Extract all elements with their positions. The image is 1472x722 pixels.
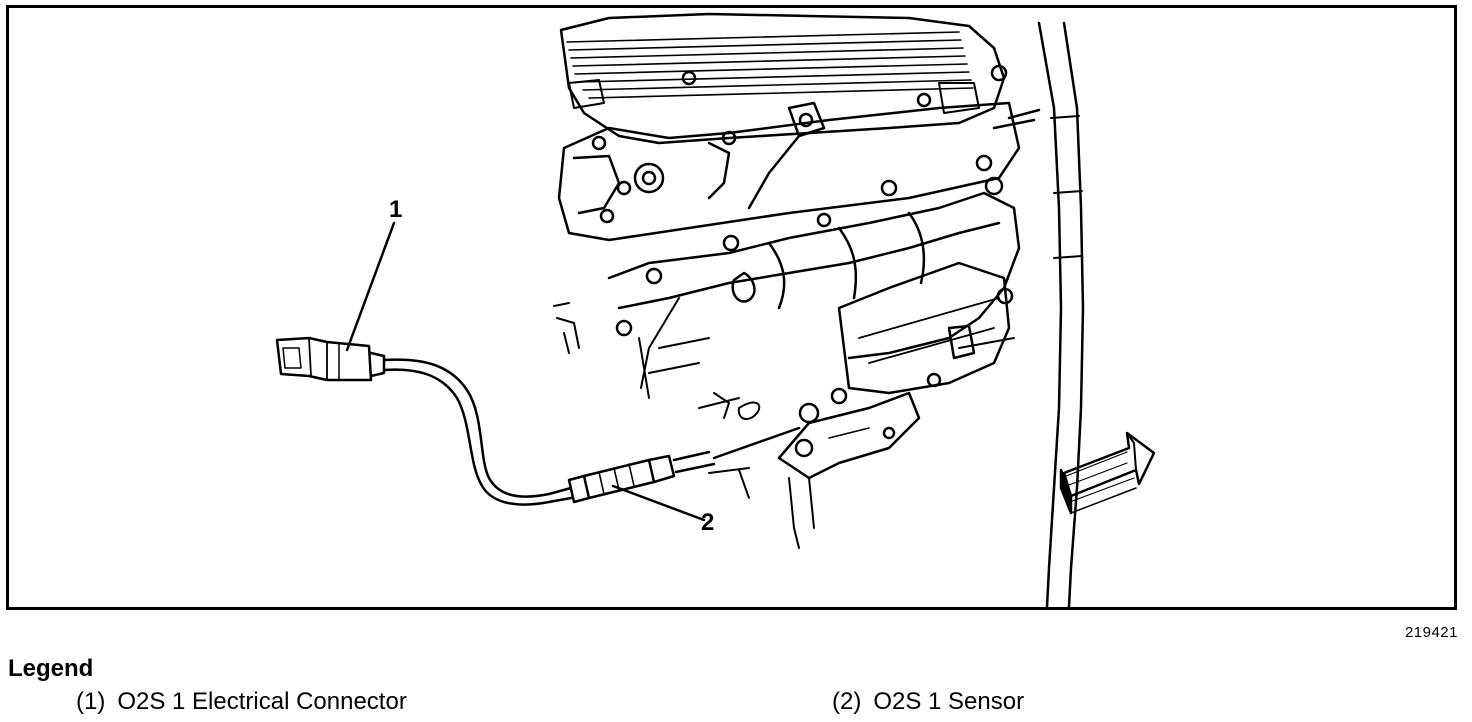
legend-item-1: (1) O2S 1 Electrical Connector (76, 688, 407, 716)
illustration-frame: 1 2 (6, 5, 1457, 610)
legend-item-1-number: (1) (76, 688, 106, 715)
figure-number: 219421 (1404, 624, 1458, 641)
engine-lower-lines (553, 297, 1015, 549)
callout-2-label: 2 (701, 509, 714, 536)
legend-item-1-text: O2S 1 Electrical Connector (117, 688, 407, 715)
engine-cylinder-head (557, 12, 1021, 242)
legend-item-2: (2) O2S 1 Sensor (832, 688, 1024, 716)
callout-2: 2 (611, 484, 714, 536)
dipstick-tube (992, 21, 1085, 607)
legend-item-2-text: O2S 1 Sensor (873, 688, 1025, 715)
callout-1-label: 1 (389, 196, 402, 223)
legend-title: Legend (8, 655, 94, 682)
callout-1: 1 (345, 196, 402, 352)
o2s-sensor (567, 426, 801, 504)
o2s-wire (382, 358, 573, 506)
front-direction-arrow-icon (1059, 431, 1156, 515)
engine-diagram: 1 2 (275, 12, 1156, 607)
exhaust-manifold (607, 179, 1021, 480)
o2s-connector (275, 336, 386, 382)
legend-item-2-number: (2) (832, 688, 862, 715)
